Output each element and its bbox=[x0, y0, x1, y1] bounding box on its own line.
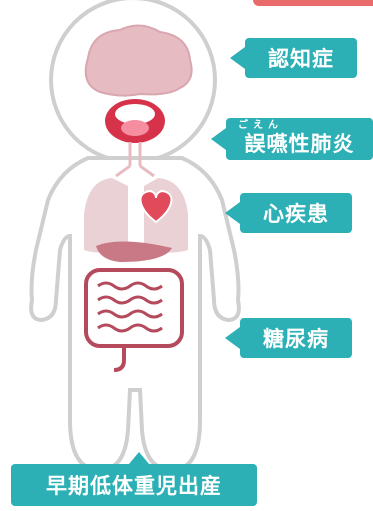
label-preterm-birth: 早期低体重児出産 bbox=[11, 464, 257, 506]
label-heart-disease: 心疾患 bbox=[240, 193, 352, 233]
label-dementia: 認知症 bbox=[245, 38, 357, 78]
label-aspiration-pneumonia: ごえん 誤嚥性肺炎 bbox=[226, 118, 373, 160]
label-diabetes: 糖尿病 bbox=[240, 318, 352, 358]
body-outline bbox=[31, 158, 239, 470]
brain bbox=[86, 25, 192, 95]
